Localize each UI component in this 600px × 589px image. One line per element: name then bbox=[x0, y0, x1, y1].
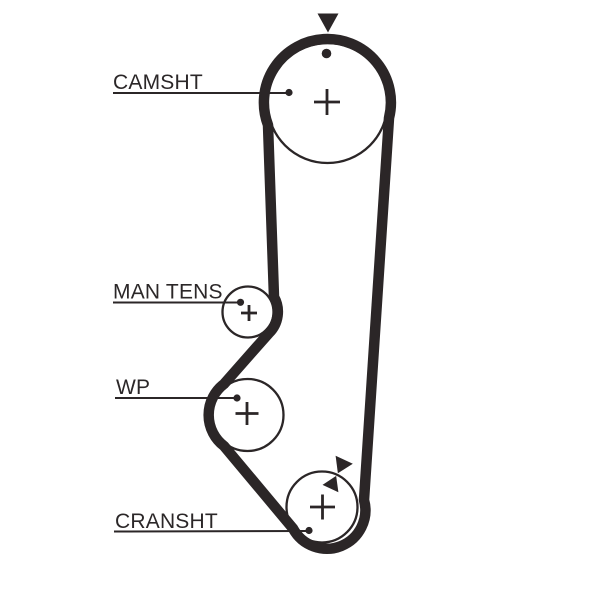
water-pump-label: WP bbox=[116, 376, 150, 399]
crankshaft-leader-line bbox=[113, 530, 310, 533]
crankshaft-pointer-dot bbox=[305, 526, 313, 535]
tensioner-pointer-dot bbox=[236, 298, 245, 306]
crankshaft-center-cross-icon bbox=[310, 494, 335, 520]
tensioner-center-cross-icon bbox=[241, 305, 257, 321]
crankshaft-pulley-circle bbox=[285, 470, 359, 544]
camshaft-label: CAMSHT bbox=[113, 71, 203, 94]
camshaft-timing-dot-icon bbox=[321, 48, 332, 59]
camshaft-pointer-dot bbox=[285, 88, 293, 97]
camshaft-center-cross-icon bbox=[314, 89, 340, 115]
crankshaft-label: CRANSHT bbox=[115, 510, 218, 533]
timing-belt-path bbox=[203, 33, 397, 554]
crankshaft-alignment-arrows-icon bbox=[322, 455, 353, 493]
camshaft-timing-triangle-icon bbox=[317, 13, 339, 33]
water-pump-center-cross-icon bbox=[235, 402, 259, 425]
tensioner-label: MAN TENS bbox=[113, 281, 223, 304]
water-pump-pointer-dot bbox=[233, 394, 241, 402]
